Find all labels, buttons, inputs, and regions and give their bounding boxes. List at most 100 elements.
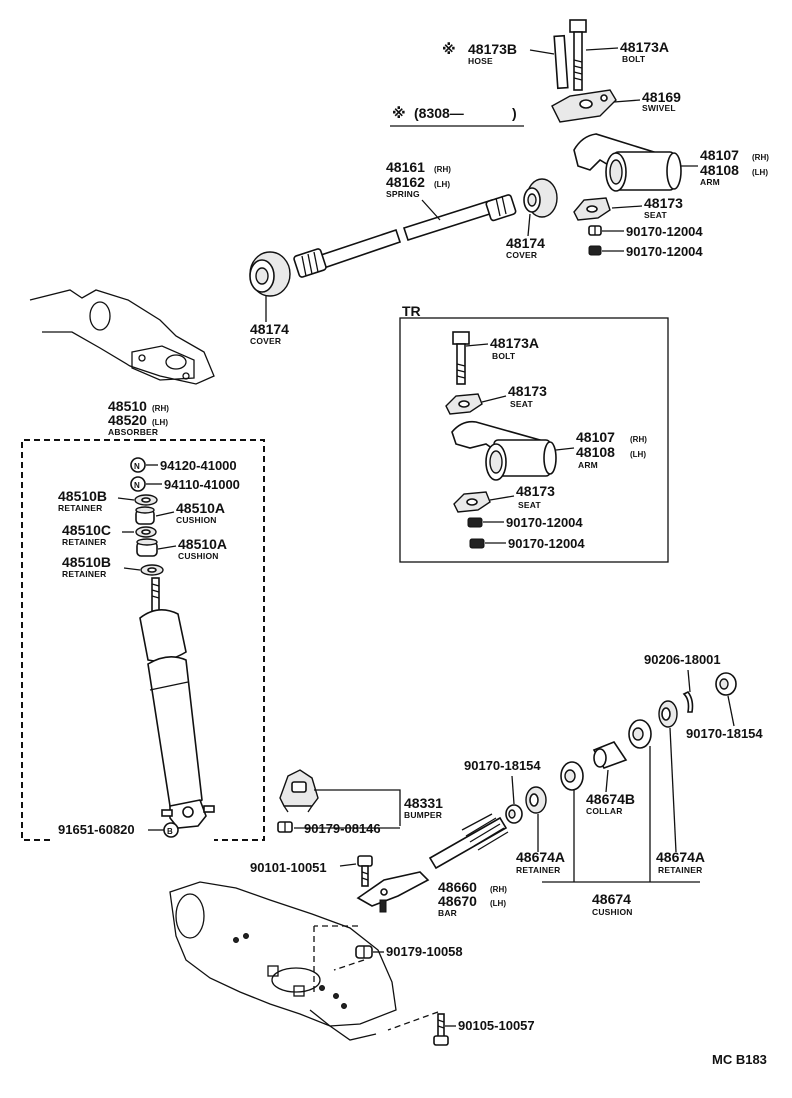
nut-mid-leader (511, 775, 515, 805)
hose-part (553, 34, 569, 90)
tr-bolt-part-number: 48173A (490, 335, 539, 351)
bolt-top-part (569, 19, 587, 91)
spring-part-name: SPRING (386, 189, 420, 199)
absorber-bolt-part-number: 91651-60820 (58, 822, 135, 837)
bar-part-number-lh: 48670 (438, 893, 477, 909)
tr-seat-1-part (445, 393, 483, 415)
absorber-part-name: ABSORBER (108, 427, 158, 437)
tr-arm-part-name: ARM (578, 460, 598, 470)
washer-part (682, 690, 694, 713)
shock-absorber-body (139, 577, 215, 829)
swivel-part (551, 89, 617, 123)
nut-mid-part (505, 804, 523, 824)
bumper-nut (277, 821, 293, 833)
production-date-note: (8308— (414, 105, 464, 121)
date-reference-mark: ※ (392, 105, 406, 121)
spring-part-number-rh: 48161 (386, 159, 425, 175)
collar-leader (605, 769, 609, 793)
retainer-right-part-number: 48674A (656, 849, 705, 865)
nut-c-part-number: 90179-10058 (386, 944, 463, 959)
tr-bolt-part-name: BOLT (492, 351, 516, 361)
arm-top-suffix-rh: (RH) (752, 153, 769, 162)
bumper-part (279, 769, 319, 813)
cover-left-part-name: COVER (250, 336, 281, 346)
cushion-1-part-number: 48510A (176, 500, 225, 516)
retainer-1-part (134, 494, 158, 506)
nut-top-2 (588, 245, 602, 256)
cover-left-part-number: 48174 (250, 321, 289, 337)
bar-part (356, 813, 509, 913)
tr-nut-2-part-number: 90170-12004 (508, 536, 585, 551)
swivel-part-name: SWIVEL (642, 103, 676, 113)
collar-part (592, 741, 628, 769)
tr-arm-suffix-rh: (RH) (630, 435, 647, 444)
tr-box-title: TR (402, 303, 421, 319)
nut-top-1 (588, 225, 602, 236)
retainer-1-part-number: 48510B (58, 488, 107, 504)
retainer-3-part (140, 564, 164, 576)
retainer-2-part-number: 48510C (62, 522, 111, 538)
bar-suffix-rh: (RH) (490, 885, 507, 894)
arm-top-part (573, 133, 682, 192)
cushion-1-part (135, 506, 155, 525)
tr-arm-leader (555, 447, 575, 451)
cover-right-part (523, 178, 558, 218)
bolt-top-part-number: 48173A (620, 39, 669, 55)
retainer-3-part-number: 48510B (62, 554, 111, 570)
hose-reference-mark: ※ (442, 41, 456, 57)
seat-top-part-name: SEAT (644, 210, 667, 220)
nut-a-part-number: 94120-41000 (160, 458, 237, 473)
hose-part-name: HOSE (468, 56, 493, 66)
tr-seat-1-part-number: 48173 (508, 383, 547, 399)
bar-suffix-lh: (LH) (490, 899, 506, 908)
bolt-b-part-number: 90105-10057 (458, 1018, 535, 1033)
bumper-part-name: BUMPER (404, 810, 442, 820)
cushion-1-part-name: CUSHION (176, 515, 217, 525)
seat-top-part (573, 197, 611, 221)
washer-part-number: 90206-18001 (644, 652, 721, 667)
production-date-note-end: ) (512, 105, 517, 121)
cover-right-part-number: 48174 (506, 235, 545, 251)
svg-text:B: B (167, 827, 173, 836)
cushion-right-part (628, 719, 652, 749)
washer-leader (687, 669, 691, 693)
swivel-leader (613, 99, 641, 103)
tr-seat-2-part (453, 491, 491, 513)
cushion-2-leader (157, 545, 177, 550)
arm-top-part-number-lh: 48108 (700, 162, 739, 178)
svg-text:N: N (134, 481, 140, 490)
tr-arm-part-number-lh: 48108 (576, 444, 615, 460)
bar-part-name: BAR (438, 908, 457, 918)
seat-top-part-number: 48173 (644, 195, 683, 211)
collar-part-name: COLLAR (586, 806, 623, 816)
absorber-suffix-rh: (RH) (152, 404, 169, 413)
retainer-1-leader (117, 497, 135, 501)
retainer-left-part (525, 786, 547, 814)
retainer-2-part (135, 526, 157, 538)
bumper-bracket-leader (314, 789, 401, 826)
tr-bolt-leader (465, 343, 489, 347)
retainer-right-part (658, 700, 678, 728)
spring-suffix-lh: (LH) (434, 180, 450, 189)
arm-top-part-number-rh: 48107 (700, 147, 739, 163)
tr-nut-1-part-number: 90170-12004 (506, 515, 583, 530)
tr-arm-suffix-lh: (LH) (630, 450, 646, 459)
tr-arm-part (451, 420, 557, 481)
frame-bracket-upper (29, 289, 215, 385)
bumper-nut-part-number: 90179-08146 (304, 821, 381, 836)
cushion-part-name: CUSHION (592, 907, 633, 917)
cover-right-leader (527, 213, 531, 237)
nut-top-2-part-number: 90170-12004 (626, 244, 703, 259)
hose-part-number: 48173B (468, 41, 517, 57)
n-nut-b-mark: N (130, 476, 146, 492)
b-bolt-mark: B (163, 822, 179, 838)
spring-part-number-lh: 48162 (386, 174, 425, 190)
tr-seat-1-part-name: SEAT (510, 399, 533, 409)
cushion-2-part-name: CUSHION (178, 551, 219, 561)
retainer-right-leader (669, 727, 677, 853)
nut-top-1-part-number: 90170-12004 (626, 224, 703, 239)
lower-frame-bracket (169, 881, 397, 1041)
nut-end-part (715, 672, 737, 696)
bar-part-number-rh: 48660 (438, 879, 477, 895)
retainer-1-part-name: RETAINER (58, 503, 102, 513)
